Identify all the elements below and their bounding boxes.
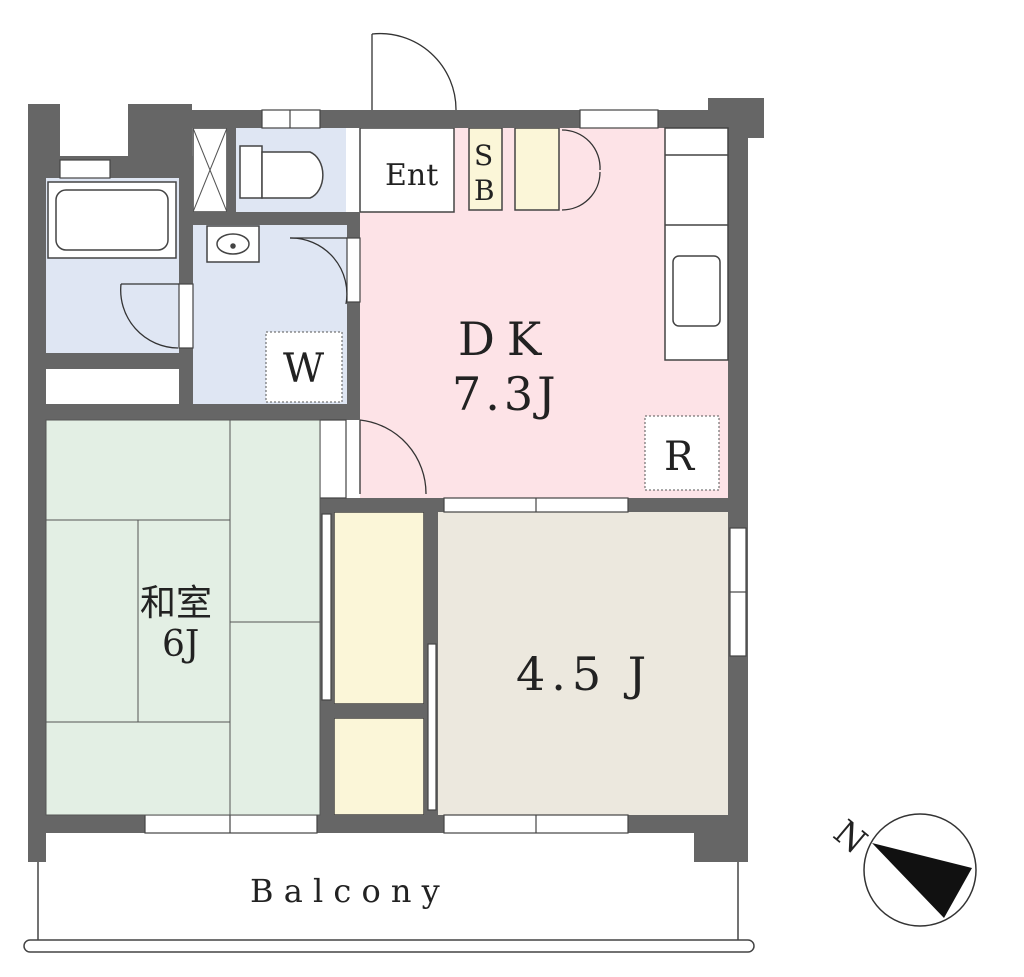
wash-basin-icon — [206, 225, 260, 263]
entrance-label: Ent — [385, 158, 438, 193]
closet-cross-b — [192, 127, 228, 213]
shoe-box-label-s: S — [474, 139, 493, 172]
compass-arrow-icon — [872, 843, 972, 918]
tatami-mats — [45, 419, 321, 816]
walls — [28, 98, 764, 862]
washer-space — [265, 331, 343, 403]
kitchen-counter — [664, 127, 729, 361]
doors — [120, 32, 601, 495]
toilet-icon — [239, 145, 324, 199]
bath-shelf — [48, 372, 177, 402]
japanese-room-name-label: 和室 — [140, 583, 212, 624]
dk-size-label: 7.3J — [452, 367, 560, 421]
japanese-room-size-label: 6J — [162, 624, 199, 665]
window-ticks — [229, 110, 746, 833]
compass: N — [826, 812, 977, 927]
shoe-box-label-b: B — [474, 174, 495, 207]
dk-name-label: DK — [458, 312, 553, 366]
refrigerator-label: R — [664, 434, 696, 480]
storage-cabinet — [514, 127, 560, 211]
western-room-floor — [438, 512, 728, 815]
bathtub — [47, 181, 177, 259]
closet-lower — [333, 717, 425, 816]
balcony — [23, 862, 755, 953]
western-room-size-label: 4.5 J — [516, 647, 652, 701]
balcony-label: B a l c o n y — [250, 872, 440, 910]
refrigerator-space — [644, 415, 720, 491]
washer-label: W — [283, 346, 324, 392]
sliding-doors — [321, 513, 437, 811]
closet-upper — [333, 511, 425, 705]
